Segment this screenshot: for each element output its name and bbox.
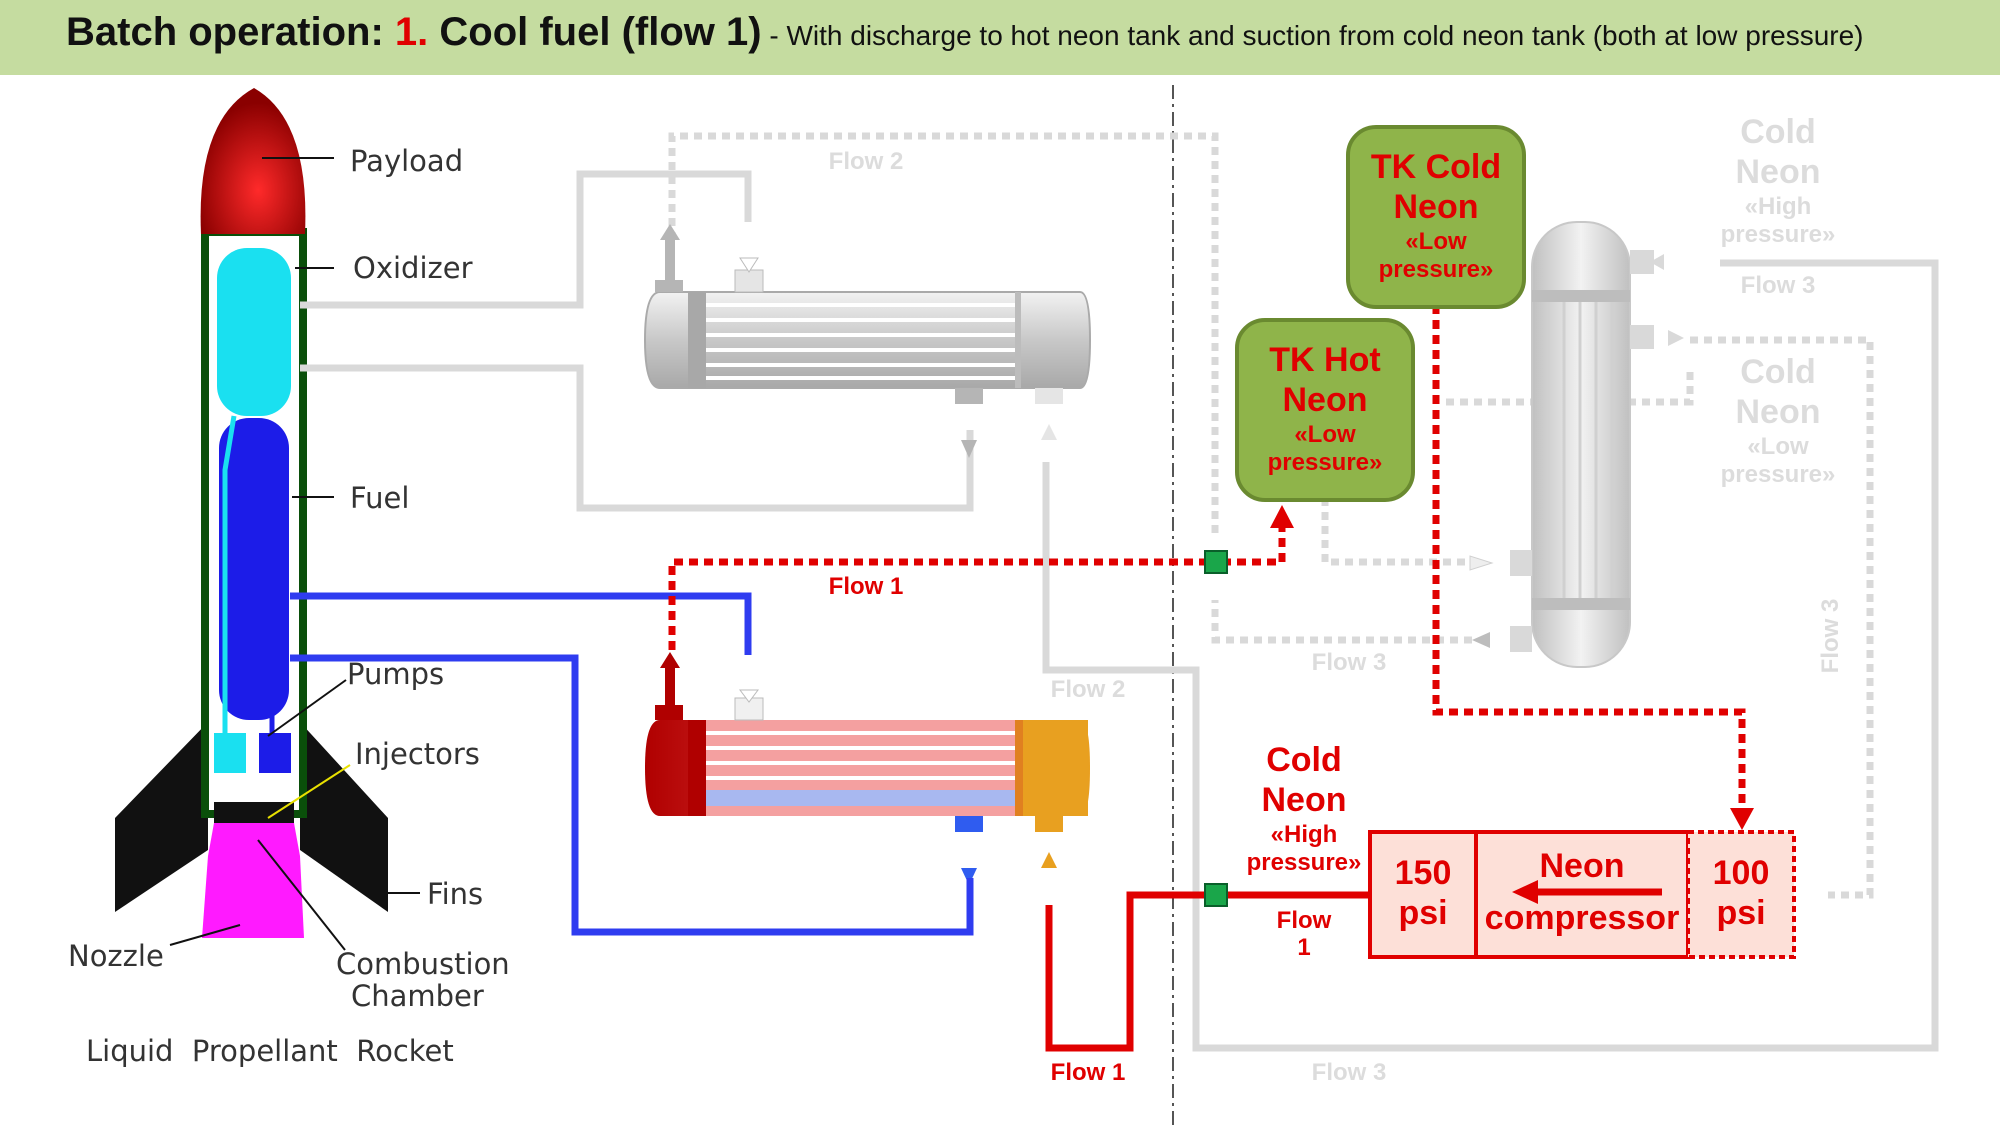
rocket-oxidizer-tank [217,248,291,416]
label-pumps: Pumps [347,657,444,691]
title-main: Cool fuel (flow 1) [428,10,762,54]
tank-hot-line1: TK Hot [1269,341,1380,379]
fuel-loop [290,592,974,936]
flow1-valve-to-hot-tank-dotted [1222,520,1286,566]
label-fins: Fins [427,877,483,911]
tank-hot-line3: «Low [1294,421,1356,448]
leader-combustion [257,839,346,951]
tank-hot-neon: TK Hot Neon «Low pressure» [1235,318,1415,502]
rocket-caption: Liquid Propellant Rocket [86,1034,454,1068]
flow1-cold-tank-to-compressor-dotted [1432,305,1746,810]
label-flow1-mid: Flow 1 [829,573,904,600]
fuel-loop-return [290,654,974,936]
title-subtitle: - With discharge to hot neon tank and su… [761,20,1864,51]
svg-text:pressure»: pressure» [1247,849,1362,876]
page-title: Batch operation: 1. Cool fuel (flow 1) -… [66,10,1864,55]
column-cold-low-dotted [1440,372,1694,406]
label-nozzle: Nozzle [68,939,164,973]
label-flow1-bottom: Flow 1 [1051,1059,1126,1086]
label-payload: Payload [350,144,463,178]
column-right-dotted [1690,336,1874,899]
flow1-arrow-hot-tank [1270,505,1294,528]
leader-nozzle [169,924,241,946]
label-cold-neon-high-right: Cold Neon «High pressure» [1721,113,1836,248]
svg-text:Neon: Neon [1736,393,1821,431]
rocket-fin-right [300,722,388,912]
svg-text:Neon: Neon [1736,153,1821,191]
label-cold-neon-low-right: Cold Neon «Low pressure» [1721,353,1836,488]
label-injectors: Injectors [355,737,480,771]
rocket: Payload Oxidizer Fuel Pumps Injectors Fi… [68,88,510,1068]
neon-compressor: 150 psi Neon compressor 100 psi [1368,830,1796,959]
flow2-return-pipe [1042,259,1939,1052]
tank-cold-neon: TK Cold Neon «Low pressure» [1346,125,1526,309]
rocket-nose-cone [200,88,306,234]
svg-text:Cold: Cold [1740,353,1816,391]
heat-exchanger-bottom [645,652,1090,885]
flow1-hx-to-valve-dotted [668,558,1207,650]
oxidizer-loop-bottom [300,364,974,512]
label-flow2-mid: Flow 2 [1051,676,1126,703]
label-fuel: Fuel [350,481,409,515]
rocket-pump-oxidizer [214,733,246,773]
rocket-nozzle [202,823,304,938]
tank-hot-line4: pressure» [1268,449,1383,476]
leader-injectors [267,764,351,819]
label-cold-neon-high-left: Cold Neon «High pressure» [1247,741,1362,876]
compressor-left-1: 150 [1395,854,1452,892]
rocket-pump-fuel [259,733,291,773]
label-flow1-small-1: Flow [1277,907,1332,934]
svg-text:Neon: Neon [1262,781,1347,819]
rocket-fin-left [115,722,208,912]
label-flow2-top: Flow 2 [829,148,904,175]
svg-text:pressure»: pressure» [1721,221,1836,248]
svg-text:Cold: Cold [1740,113,1816,151]
tank-cold-line4: pressure» [1379,256,1494,283]
leader-pumps [267,679,347,737]
svg-text:pressure»: pressure» [1721,461,1836,488]
heat-exchanger-top [643,224,1092,458]
valve-top[interactable] [1204,550,1228,574]
hot-tank-to-column-dotted [1321,498,1470,566]
compressor-right-1: 100 [1713,854,1770,892]
label-combustion-1: Combustion [336,947,510,981]
tank-cold-line2: Neon [1394,188,1479,226]
label-oxidizer: Oxidizer [353,251,473,285]
tank-cold-line3: «Low [1405,228,1467,255]
svg-text:«High: «High [1271,821,1338,848]
title-prefix: Batch operation: [66,10,395,54]
tank-hot-line2: Neon [1283,381,1368,419]
compressor-center-2: compressor [1485,899,1680,937]
label-combustion-2: Chamber [351,979,484,1013]
label-flow3-bottom: Flow 3 [1312,1059,1387,1086]
rocket-oxidizer-line [222,415,237,735]
oxidizer-loop-top [300,170,752,309]
valve-bottom[interactable] [1204,883,1228,907]
tank-cold-line1: TK Cold [1371,148,1501,186]
header-bar: Batch operation: 1. Cool fuel (flow 1) -… [0,0,2000,75]
svg-text:Cold: Cold [1266,741,1342,779]
column-exchanger [1469,221,1684,668]
label-flow3-vertical: Flow 3 [1817,599,1844,674]
hx-bottom-tubesheet [688,720,706,816]
svg-text:«Low: «Low [1747,433,1809,460]
label-flow3-mid: Flow 3 [1312,649,1387,676]
hx-top-hot-tube-dotted [668,132,1219,535]
fuel-loop-to-hx [290,592,752,655]
label-flow1-small-2: 1 [1297,934,1310,961]
title-step-number: 1. [394,10,429,54]
svg-text:«High: «High [1745,193,1812,220]
rocket-injector-plate [214,802,294,824]
compressor-left-2: psi [1398,894,1447,932]
flow1-arrow-compressor [1730,808,1754,830]
rocket-fuel-tank [219,418,289,720]
label-flow3-right: Flow 3 [1741,272,1816,299]
inactive-pipes [300,132,1939,1052]
column-to-bottom-dotted [1211,600,1472,644]
compressor-center-1: Neon [1540,847,1625,885]
hx-top-tubesheet [688,292,706,388]
compressor-right-2: psi [1716,894,1765,932]
